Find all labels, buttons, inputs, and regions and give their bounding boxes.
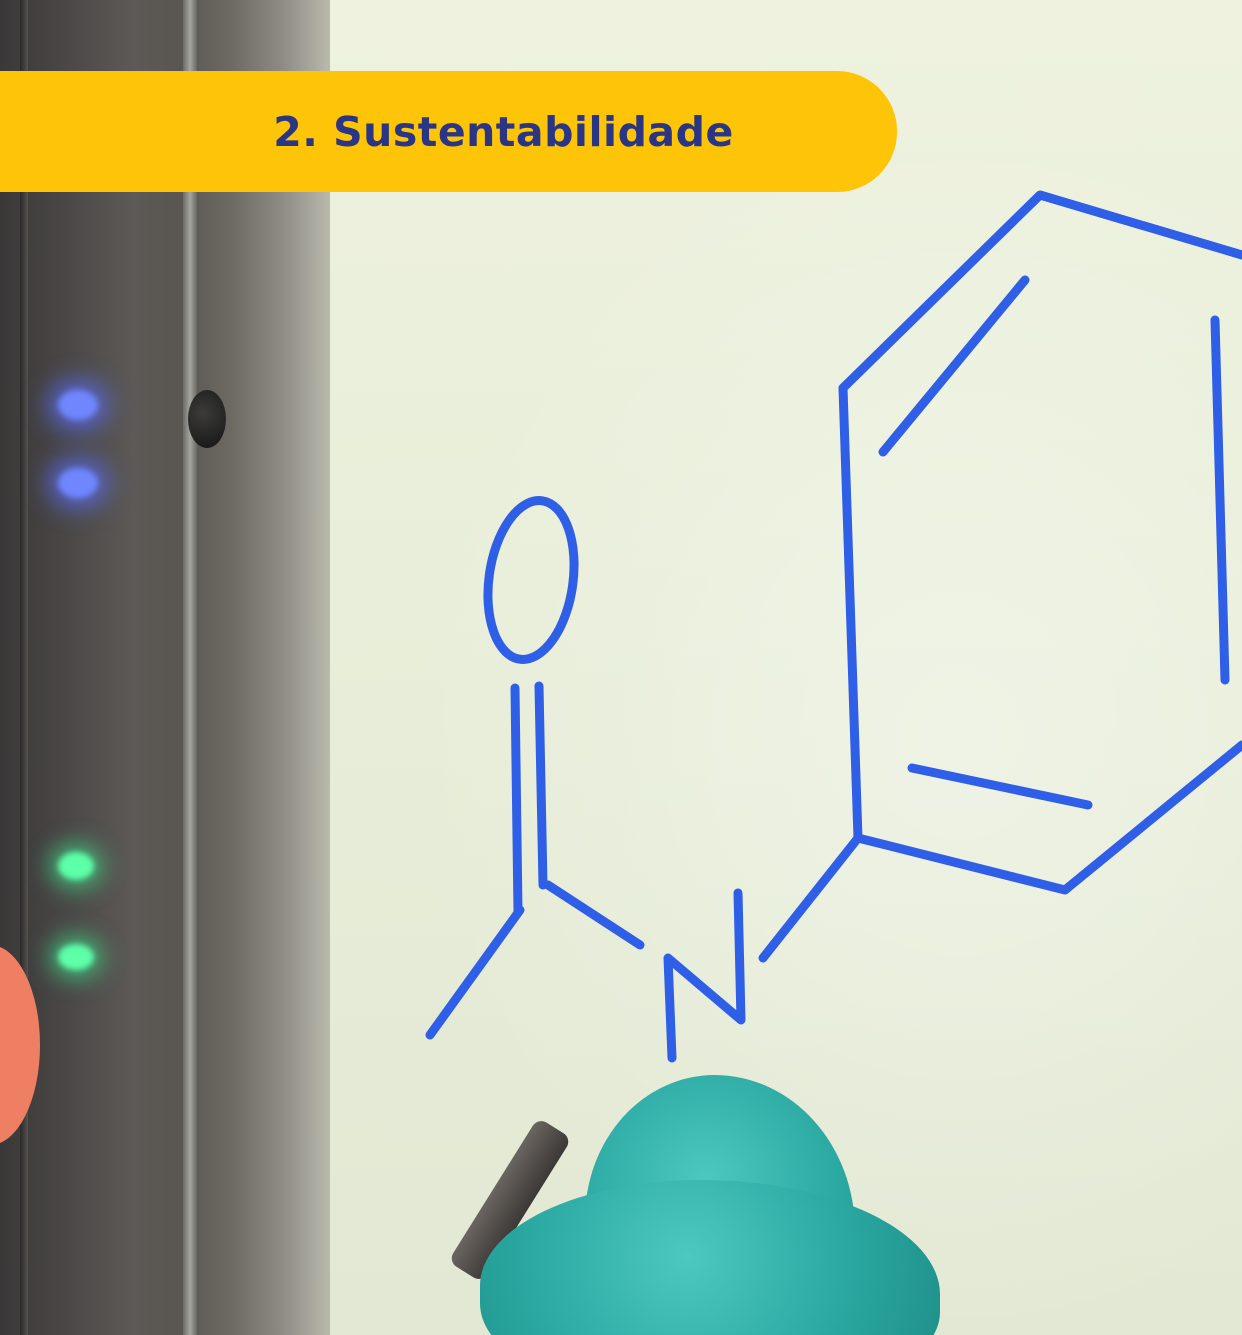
blue-led-bottom — [58, 468, 98, 498]
ring-outline — [838, 190, 1242, 895]
carbonyl-double-bond-right — [534, 681, 548, 890]
section-banner: 2. Sustentabilidade — [0, 71, 897, 192]
ring-double-bond-1 — [878, 275, 1030, 457]
banner-title: 2. Sustentabilidade — [273, 107, 734, 156]
blue-led-top — [58, 390, 98, 420]
nitrogen-letter — [663, 888, 746, 1063]
oxygen-letter — [483, 496, 579, 664]
equipment-frame — [0, 0, 330, 1335]
frame-edge — [20, 0, 28, 1335]
green-led-top — [58, 852, 94, 880]
frame-knob — [188, 390, 226, 448]
green-led-bottom — [58, 944, 94, 970]
methyl-bond — [425, 905, 525, 1040]
n-ring-bond — [758, 833, 863, 963]
carbonyl-double-bond-left — [510, 683, 523, 917]
carbonyl-n-bond — [543, 880, 645, 950]
frame-rail — [183, 0, 197, 1335]
ring-double-bond-2 — [1210, 315, 1230, 685]
ring-double-bond-3 — [907, 763, 1093, 810]
